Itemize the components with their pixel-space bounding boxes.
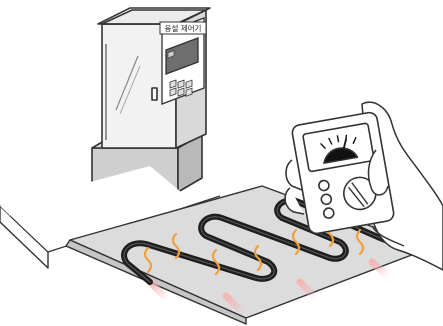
panel-label: 융설 제어기 [165,23,202,33]
